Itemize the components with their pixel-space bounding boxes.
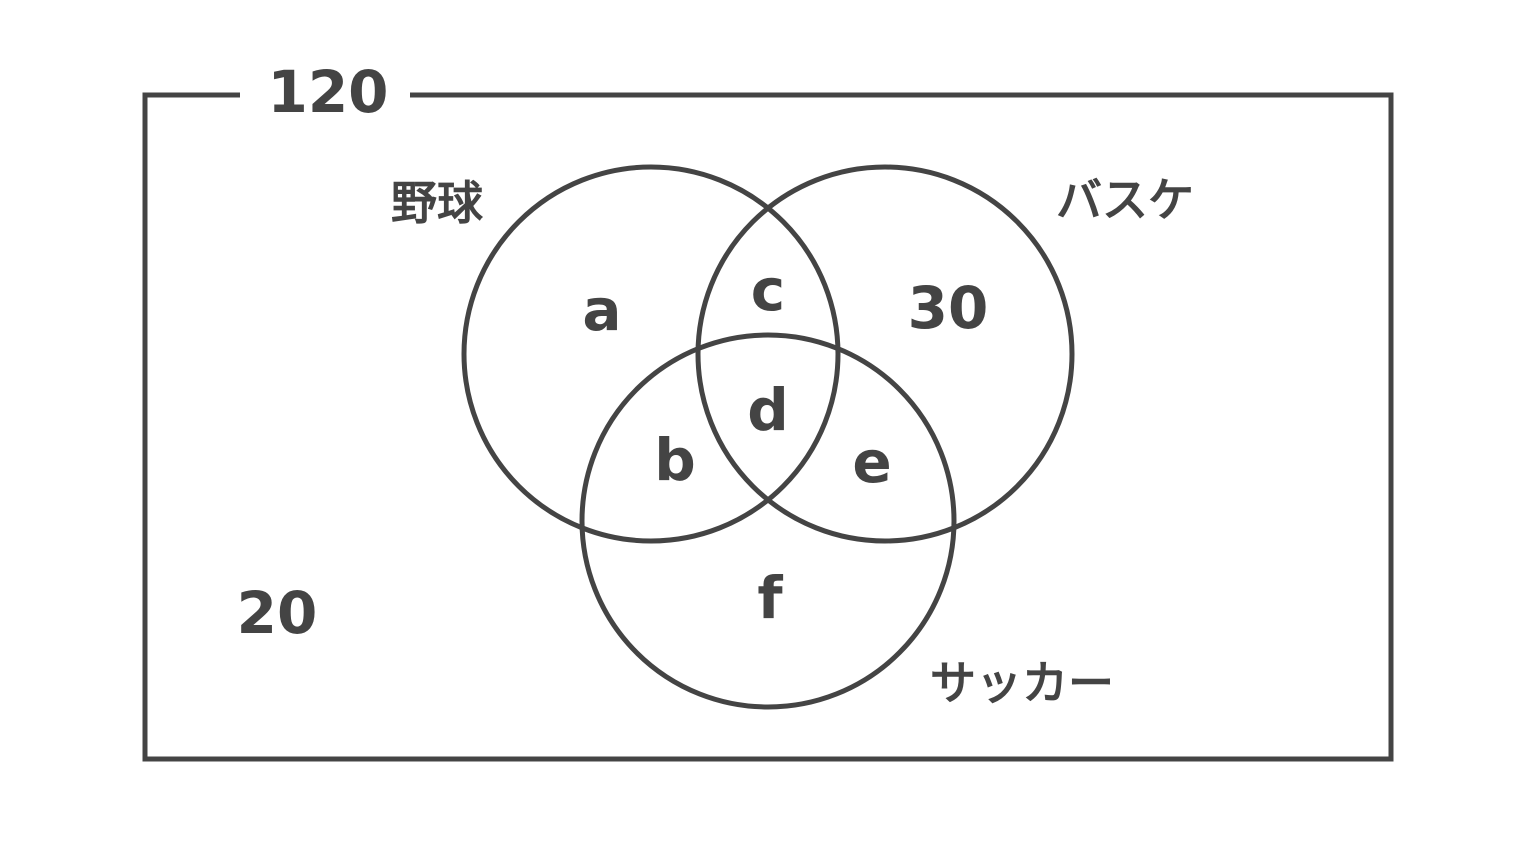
region-all-three: d bbox=[747, 376, 789, 444]
region-baseball-soccer: b bbox=[654, 426, 696, 494]
baseball-circle bbox=[461, 164, 841, 544]
soccer-circle bbox=[579, 332, 957, 710]
outside-count: 20 bbox=[236, 579, 318, 647]
region-baseball-only: a bbox=[582, 276, 622, 344]
basketball-label: バスケ bbox=[1056, 173, 1194, 227]
universe-rectangle bbox=[142, 92, 1394, 762]
region-baseball-basketball: c bbox=[750, 256, 786, 324]
region-soccer-only: f bbox=[757, 564, 783, 632]
soccer-label: サッカー bbox=[930, 656, 1114, 710]
basketball-circle bbox=[695, 164, 1075, 544]
baseball-label: 野球 bbox=[391, 176, 483, 230]
region-basketball-soccer: e bbox=[852, 428, 892, 496]
total-label: 120 bbox=[267, 58, 389, 126]
region-basketball-only: 30 bbox=[907, 274, 989, 342]
